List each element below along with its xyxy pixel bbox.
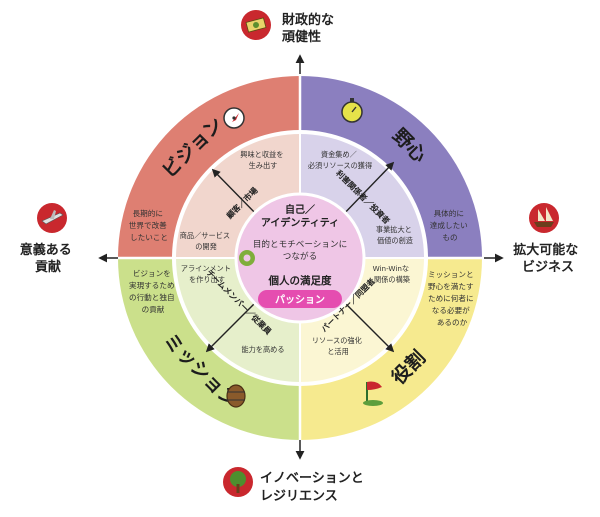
vision-top-text: 興味と収益を 生み出す — [240, 150, 285, 170]
mission-bottom-text: 能力を高める — [241, 345, 284, 354]
plane-icon — [37, 203, 67, 233]
ship-icon — [529, 203, 559, 233]
ambition-right-text: 事業拡大と 価値の創造 — [376, 225, 414, 245]
money-icon — [241, 10, 271, 40]
center-motivation-2: つながる — [283, 250, 317, 262]
flag-icon — [363, 381, 383, 406]
compass-icon — [223, 107, 245, 129]
stopwatch-icon — [341, 98, 363, 123]
gear-icon — [239, 250, 255, 266]
bottom-direction-label: イノベーションと レジリエンス — [260, 471, 368, 504]
center-passion: パッション — [275, 294, 325, 306]
right-direction-label: 拡大可能な ビジネス — [513, 242, 583, 275]
mission-outer-text: ビジョンを 実現するため の行動と独自 の貢献 — [129, 269, 177, 314]
mission-left-text: アラインメント を作り出す — [181, 264, 233, 284]
role-outer-text: ミッションと 野心を満たす ために何者に なる必要が あるのか — [428, 270, 476, 327]
ambition-top-text: 資金集め／ 必須リソースの獲得 — [308, 150, 372, 170]
center-satisfaction: 個人の満足度 — [268, 274, 332, 287]
role-bottom-text: リソースの強化 と活用 — [312, 336, 364, 356]
role-right-text: Win-Winな 関係の構築 — [373, 264, 412, 284]
ambition-outer-text: 具体的に 達成したい もの — [430, 208, 470, 242]
top-direction-label: 財政的な 頑健性 — [281, 12, 339, 45]
center-identity-2: アイデンティティ — [261, 216, 339, 229]
center-motivation-1: 目的とモチベーションに — [253, 238, 347, 250]
tree-icon — [223, 467, 253, 497]
left-direction-label: 意義ある 貢献 — [20, 242, 77, 275]
center-identity-1: 自己／ — [285, 203, 315, 216]
passion-pill — [258, 290, 342, 308]
direction-arrows — [98, 54, 504, 460]
vision-outer-text: 長期的に 世界で改善 したいこと — [129, 208, 169, 242]
vision-left-text: 商品／サービス の開発 — [180, 231, 233, 251]
barrel-icon — [226, 384, 246, 408]
